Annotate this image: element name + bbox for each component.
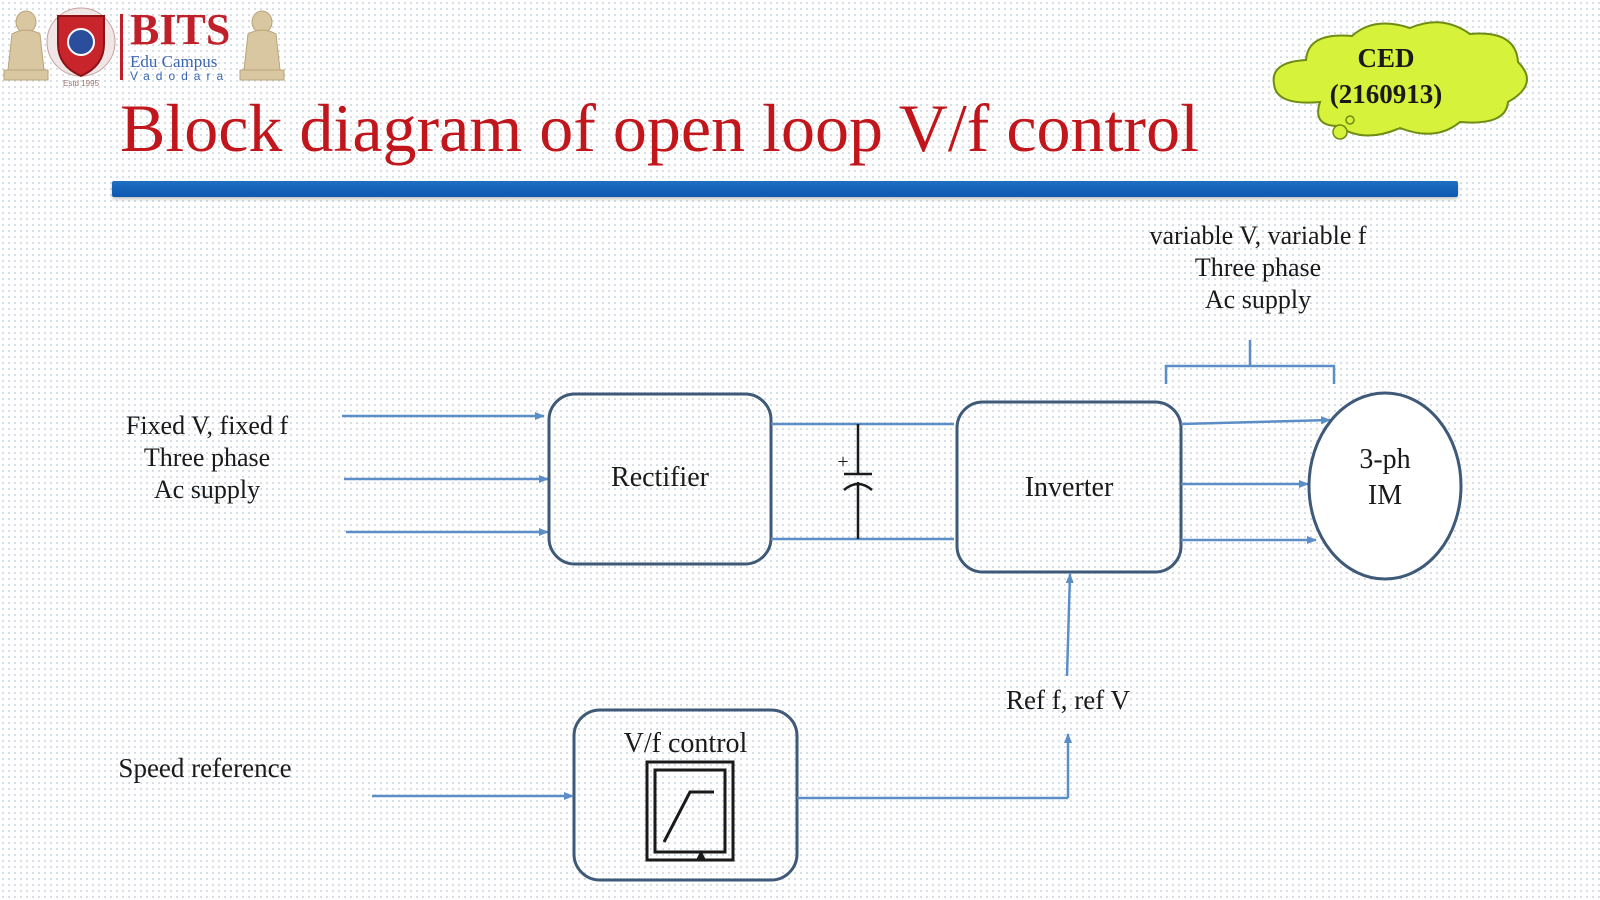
input-label-line-3: Ac supply: [153, 475, 261, 504]
crest-icon: Estd 1995: [46, 7, 116, 88]
right-statue-icon: [239, 10, 285, 81]
crest-seal-text: Estd 1995: [63, 79, 100, 88]
output-label-line-3: Ac supply: [1204, 285, 1312, 314]
motor-block: [1307, 391, 1463, 581]
rectifier-block: [547, 392, 773, 566]
output-label-line-2: Three phase: [1194, 253, 1322, 282]
inverter-label: Inverter: [1024, 472, 1114, 503]
capacitor-icon: [843, 424, 873, 539]
logo-graphic: Estd 1995: [3, 7, 285, 88]
vf-control-label: V/f control: [623, 728, 748, 759]
cloud-badge-icon: [1272, 21, 1528, 140]
reference-label: Ref f, ref V: [1006, 685, 1130, 715]
output-label-line-1: variable V, variable f: [1149, 221, 1367, 250]
badge-line-2: (2160913): [1329, 79, 1443, 109]
rectifier-label: Rectifier: [611, 462, 709, 493]
page-title: Block diagram of open loop V/f control: [120, 90, 1199, 166]
motor-label-line-2: IM: [1367, 480, 1403, 511]
speed-reference-label: Speed reference: [118, 753, 292, 783]
motor-label-line-1: 3-ph: [1359, 444, 1411, 475]
capacitor-plus-sign: +: [837, 451, 848, 473]
reference-to-inverter-arrow: [1065, 573, 1074, 677]
input-label-line-2: Three phase: [143, 443, 271, 472]
logo-city-text: Vadodara: [130, 69, 230, 83]
left-statue-icon: [3, 10, 49, 81]
output-brace: [1164, 340, 1336, 384]
vf-control-block: [572, 708, 799, 882]
input-label-line-1: Fixed V, fixed f: [125, 411, 289, 440]
inverter-block: [955, 400, 1183, 574]
logo-divider: [120, 14, 123, 80]
logo-campus-text: Edu Campus: [130, 52, 218, 71]
badge-line-1: CED: [1357, 43, 1415, 73]
output-arrow-1: [1180, 416, 1331, 426]
logo-brand: BITS: [130, 5, 231, 54]
vf-characteristic-icon: [645, 760, 735, 862]
title-underline-bar: [112, 181, 1458, 197]
